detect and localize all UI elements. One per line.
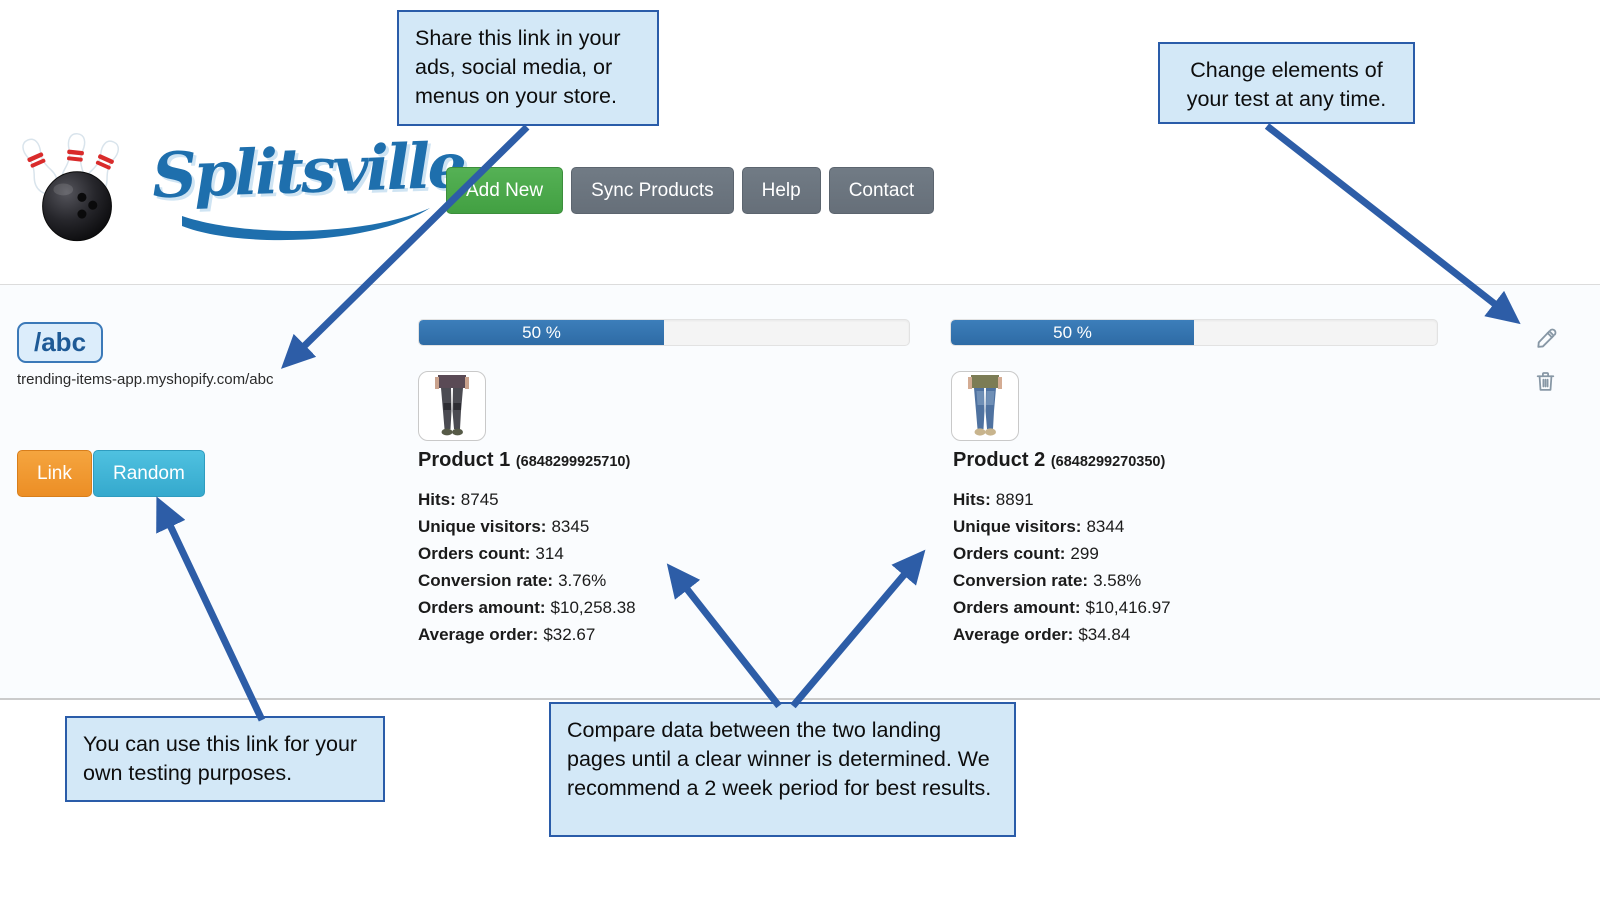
app-logo: Splitsville bbox=[20, 128, 466, 244]
product-2-stats: Hits:8891 Unique visitors:8344 Orders co… bbox=[953, 486, 1171, 648]
sync-products-button[interactable]: Sync Products bbox=[571, 167, 734, 214]
split-progress-product-2: 50 % bbox=[950, 319, 1438, 346]
stat-row: Conversion rate:3.58% bbox=[953, 571, 1142, 590]
delete-test-button[interactable] bbox=[1533, 369, 1558, 399]
main-nav: Add New Sync Products Help Contact bbox=[446, 167, 935, 214]
stat-row: Average order:$34.84 bbox=[953, 625, 1131, 644]
callout-share-link: Share this link in your ads, social medi… bbox=[397, 10, 659, 126]
product-1-title: Product 1 (6848299925710) bbox=[418, 449, 630, 472]
test-url: trending-items-app.myshopify.com/abc bbox=[17, 371, 274, 388]
product-name: Product 2 bbox=[953, 449, 1046, 471]
jeans-photo-icon bbox=[435, 375, 469, 436]
product-2-thumbnail[interactable] bbox=[951, 371, 1019, 441]
product-2-title: Product 2 (6848299270350) bbox=[953, 449, 1165, 472]
stat-row: Orders count:314 bbox=[418, 544, 564, 563]
product-name: Product 1 bbox=[418, 449, 511, 471]
stat-row: Hits:8891 bbox=[953, 490, 1034, 509]
trash-icon bbox=[1536, 372, 1555, 391]
split-progress-fill: 50 % bbox=[951, 320, 1194, 345]
logo-swoosh bbox=[182, 208, 430, 241]
link-mode-button[interactable]: Link bbox=[17, 450, 92, 497]
contact-button[interactable]: Contact bbox=[828, 167, 935, 214]
stat-row: Hits:8745 bbox=[418, 490, 499, 509]
jeans-photo-icon bbox=[968, 375, 1002, 436]
edit-test-button[interactable] bbox=[1534, 325, 1560, 356]
random-mode-button[interactable]: Random bbox=[93, 450, 205, 497]
brand-name: Splitsville bbox=[150, 128, 466, 213]
split-progress-product-1: 50 % bbox=[418, 319, 910, 346]
stat-row: Orders amount:$10,416.97 bbox=[953, 598, 1171, 617]
product-id: (6848299925710) bbox=[515, 454, 631, 470]
stat-row: Unique visitors:8344 bbox=[953, 517, 1125, 536]
stat-row: Unique visitors:8345 bbox=[418, 517, 590, 536]
callout-change-elements: Change elements of your test at any time… bbox=[1158, 42, 1415, 124]
bowling-pins-and-ball-icon bbox=[20, 131, 125, 242]
product-1-stats: Hits:8745 Unique visitors:8345 Orders co… bbox=[418, 486, 636, 648]
pencil-icon bbox=[1537, 328, 1557, 348]
callout-testing-link: You can use this link for your own testi… bbox=[65, 716, 385, 802]
product-1-thumbnail[interactable] bbox=[418, 371, 486, 441]
callout-compare-data: Compare data between the two landing pag… bbox=[549, 702, 1016, 837]
product-id: (6848299270350) bbox=[1050, 454, 1166, 470]
stat-row: Orders amount:$10,258.38 bbox=[418, 598, 636, 617]
stat-row: Orders count:299 bbox=[953, 544, 1099, 563]
split-progress-fill: 50 % bbox=[419, 320, 664, 345]
test-panel bbox=[0, 284, 1600, 700]
test-slug-button[interactable]: /abc bbox=[17, 322, 104, 363]
add-new-button[interactable]: Add New bbox=[446, 167, 564, 214]
stat-row: Average order:$32.67 bbox=[418, 625, 596, 644]
help-button[interactable]: Help bbox=[741, 167, 821, 214]
stat-row: Conversion rate:3.76% bbox=[418, 571, 607, 590]
